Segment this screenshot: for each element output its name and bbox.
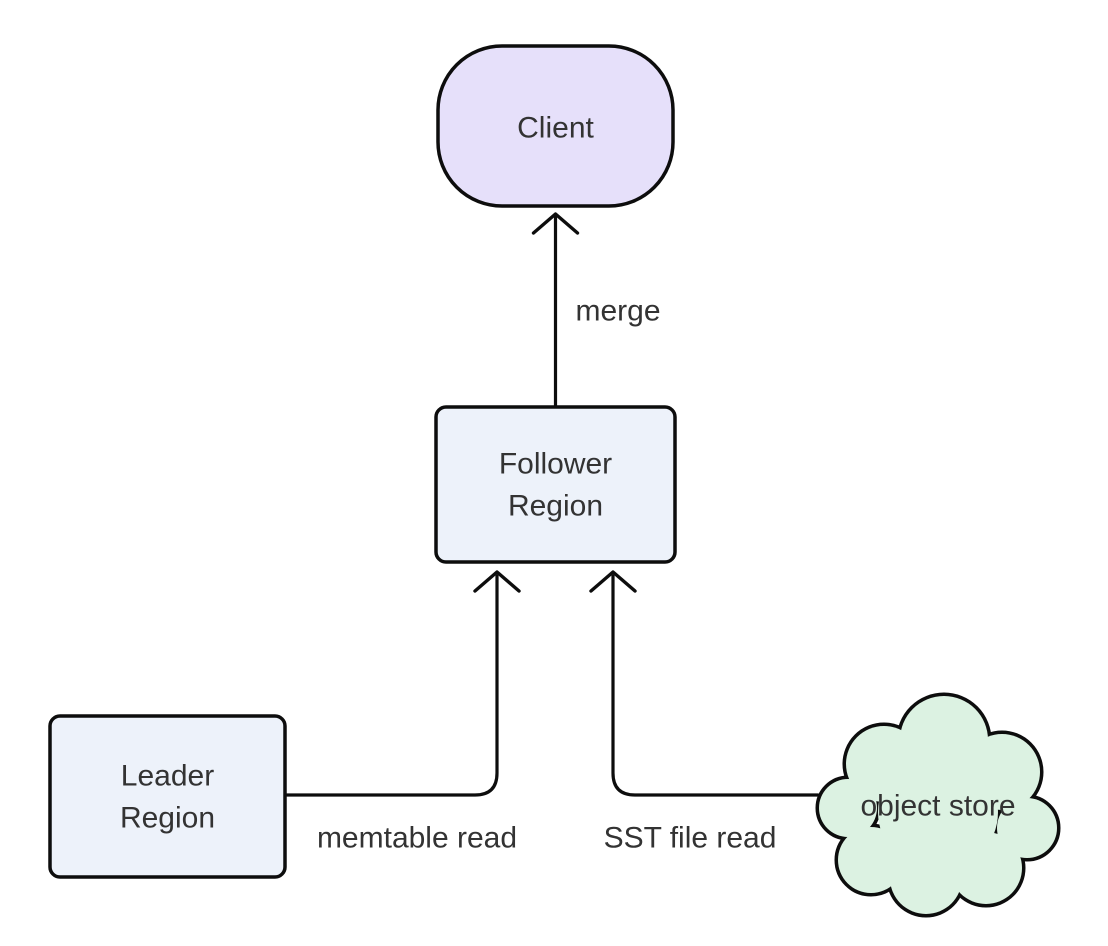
client-shape: [436, 44, 675, 208]
sst-file-read-arrowhead-icon: [589, 570, 637, 593]
follower-region-shape: [434, 405, 677, 564]
merge-arrowhead-icon: [531, 212, 580, 235]
object-store-label: object store: [860, 790, 1015, 823]
object-store-cloud-fill: [819, 696, 1057, 914]
follower-region-label-line1: Follower: [499, 448, 612, 481]
memtable-read-arrowhead-icon: [473, 570, 521, 593]
leader-region-label-line1: Leader: [121, 760, 214, 793]
memtable-read-edge-label: memtable read: [317, 822, 517, 855]
client-node: Client: [436, 44, 675, 208]
follower-region-node: Follower Region: [434, 405, 677, 564]
client-label: Client: [517, 112, 594, 145]
sst-file-read-edge-label: SST file read: [604, 822, 777, 855]
leader-region-shape: [48, 714, 287, 879]
object-store-node: object store: [815, 692, 1061, 918]
follower-region-label-line2: Region: [508, 490, 603, 523]
leader-region-node: Leader Region: [48, 714, 287, 879]
edge-sst-file-read: SST file read: [589, 570, 820, 855]
leader-region-label-line2: Region: [120, 802, 215, 835]
merge-edge-label: merge: [575, 295, 660, 328]
memtable-read-edge-line: [285, 574, 499, 797]
sst-file-read-edge-line: [611, 574, 820, 797]
edge-memtable-read: memtable read: [285, 570, 521, 855]
edge-merge: merge: [531, 212, 661, 409]
